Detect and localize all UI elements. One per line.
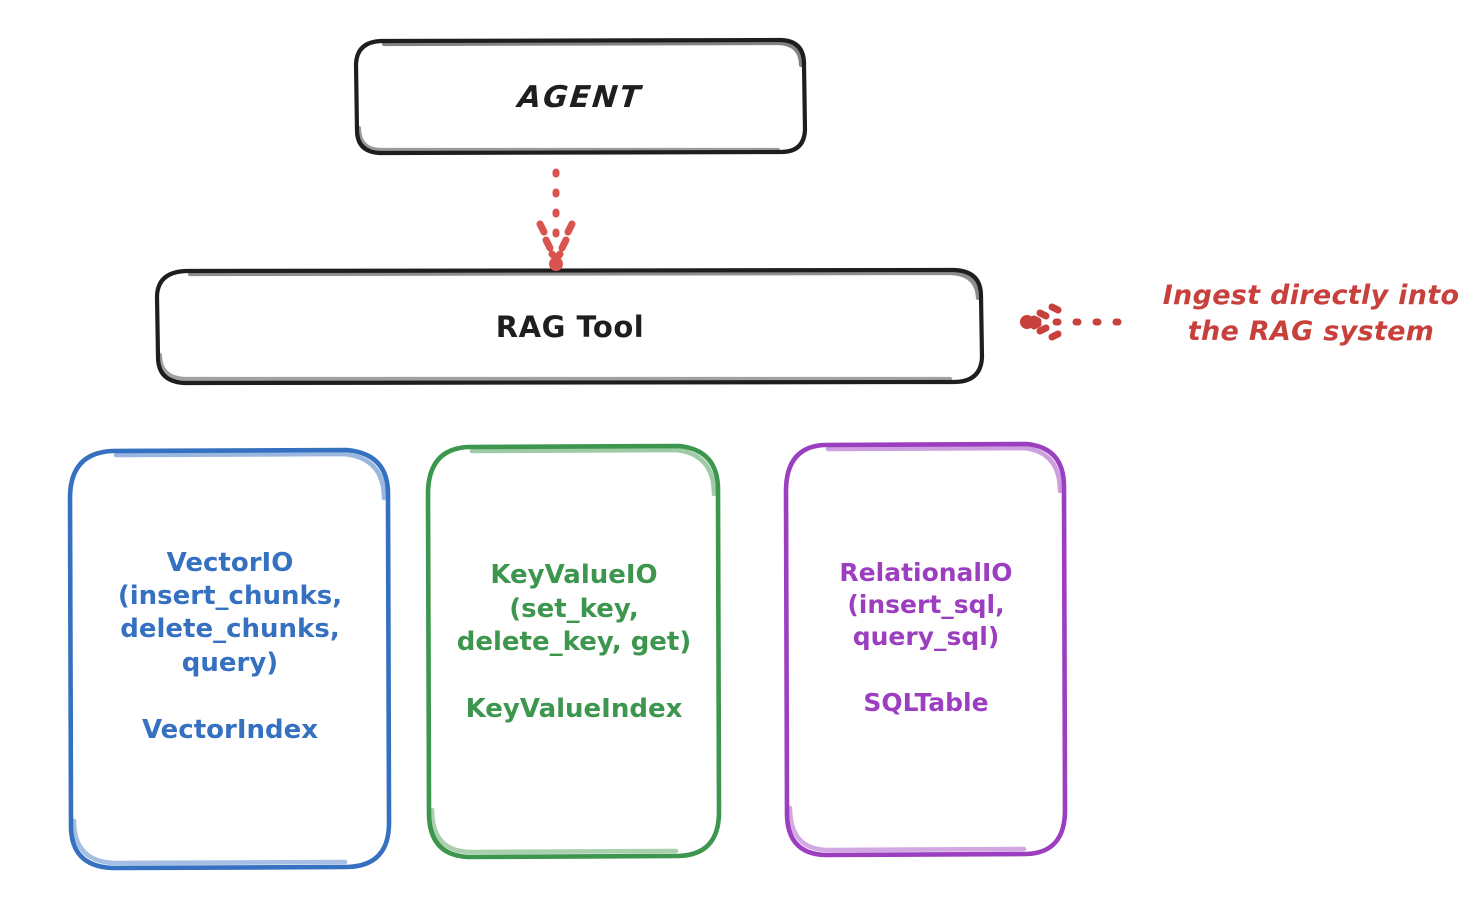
agent-label: AGENT [516, 79, 644, 115]
vector-io-signature: VectorIO (insert_chunks, delete_chunks, … [117, 547, 343, 678]
key-value-io-node[interactable]: KeyValueIO (set_key, delete_key, get) Ke… [428, 446, 720, 858]
agent-node[interactable]: AGENT [355, 40, 805, 154]
vector-io-index-label: VectorIndex [141, 714, 319, 745]
relational-io-index-label: SQLTable [863, 688, 989, 717]
key-value-io-index-label: KeyValueIndex [465, 694, 683, 725]
relational-io-node[interactable]: RelationalIO (insert_sql, query_sql) SQL… [786, 444, 1066, 856]
rag-tool-label: RAG Tool [495, 310, 645, 344]
vector-io-node[interactable]: VectorIO (insert_chunks, delete_chunks, … [70, 450, 390, 870]
ingest-annotation: Ingest directly into the RAG system [1146, 278, 1476, 351]
ingest-annotation-line-2: the RAG system [1187, 316, 1435, 348]
rag-tool-node[interactable]: RAG Tool [157, 270, 983, 384]
agent-to-rag-connector [536, 168, 576, 271]
relational-io-signature: RelationalIO (insert_sql, query_sql) [839, 558, 1013, 651]
ingest-annotation-line-1: Ingest directly into [1162, 280, 1460, 311]
key-value-io-signature: KeyValueIO (set_key, delete_key, get) [456, 560, 692, 657]
ingest-to-rag-connector [1020, 303, 1132, 341]
